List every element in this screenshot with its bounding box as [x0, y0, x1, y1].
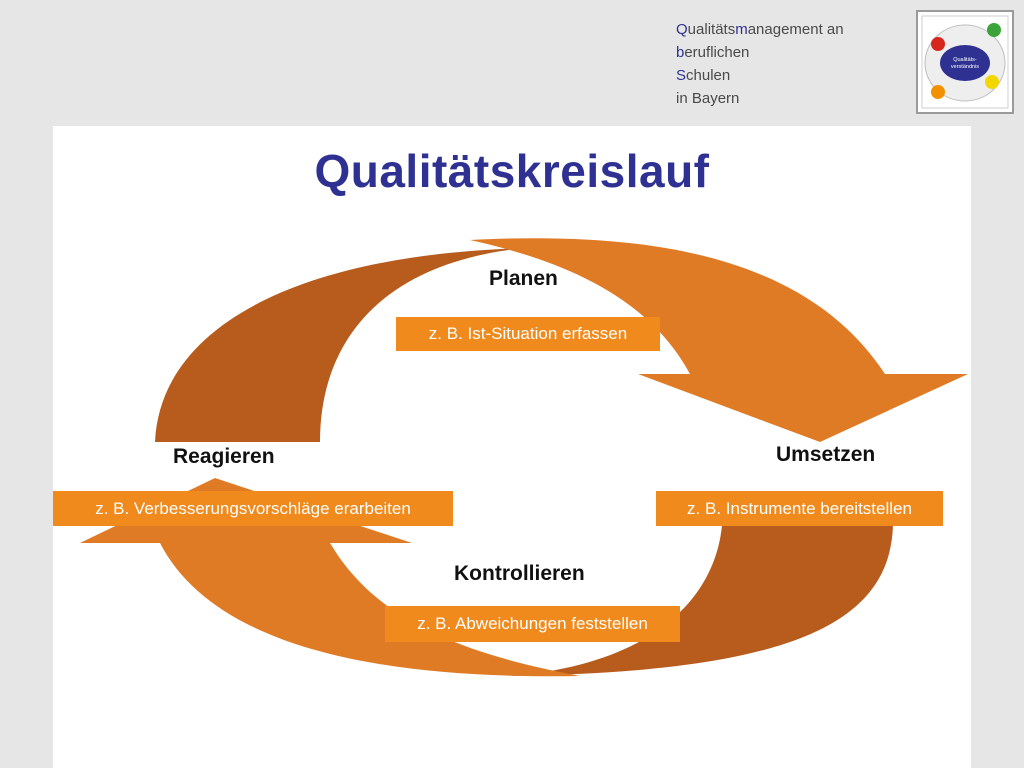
top-arrowhead	[638, 374, 968, 442]
logo-green-ball	[987, 23, 1001, 37]
top-arc-right	[470, 238, 885, 374]
page-title: Qualitätskreislauf	[314, 145, 710, 197]
logo-center-label-1: Qualitäts-	[953, 57, 977, 63]
stage-do-label: Umsetzen	[776, 443, 876, 466]
stage-check-label: Kontrollieren	[454, 562, 585, 585]
bottom-arc-left	[160, 543, 580, 677]
logo-orange-ball	[931, 85, 945, 99]
top-arc-left	[155, 248, 525, 442]
logo-center-label-2: verständnis	[951, 64, 979, 70]
stage-plan-note: z. B. Ist-Situation erfassen	[396, 317, 660, 351]
stage-act-note: z. B. Verbesserungsvorschläge erarbeiten	[53, 491, 453, 526]
header-line-1: Qualitätsmanagement an	[676, 21, 844, 38]
stage-check-note: z. B. Abweichungen feststellen	[385, 606, 680, 642]
logo: Qualitäts- verständnis	[916, 10, 1014, 114]
stage-act-label: Reagieren	[173, 445, 275, 468]
header-line-2: beruflichen	[676, 44, 750, 61]
logo-center-ellipse	[940, 45, 990, 81]
stage-plan-label: Planen	[489, 267, 558, 290]
header-line-3: Schulen	[676, 67, 731, 84]
header-text: Qualitätsmanagement an beruflichen Schul…	[676, 18, 844, 110]
bottom-arc-right	[510, 525, 893, 676]
header-line-4: in Bayern	[676, 90, 740, 107]
stage-do-note: z. B. Instrumente bereitstellen	[656, 491, 943, 526]
logo-graphic: Qualitäts- verständnis	[921, 15, 1009, 109]
logo-red-ball	[931, 37, 945, 51]
logo-yellow-ball	[985, 75, 999, 89]
